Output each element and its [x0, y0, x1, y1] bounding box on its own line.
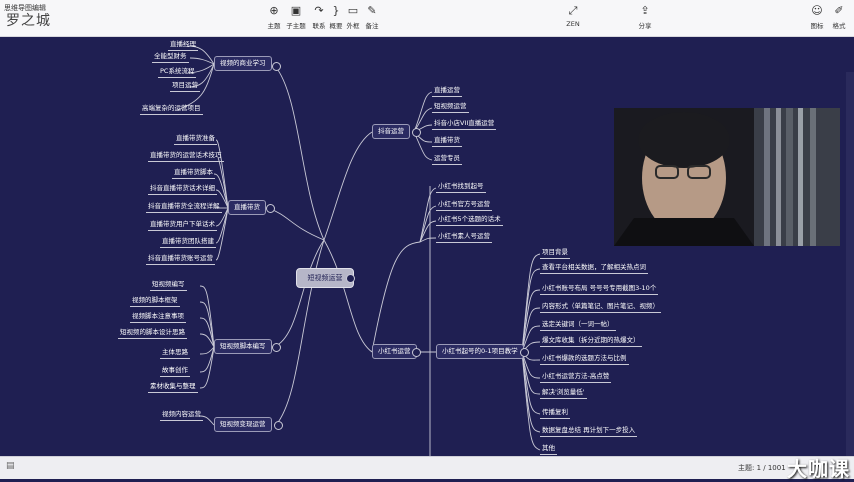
- leaf-live-7[interactable]: 直播带货团队搭建: [160, 237, 216, 248]
- leaf-script-7[interactable]: 素材收集与整理: [148, 382, 198, 393]
- collapse-knob[interactable]: [272, 343, 281, 352]
- format-icon: ✐: [834, 4, 844, 17]
- note-button[interactable]: ✎ 备注: [355, 4, 389, 34]
- leaf-douyin-1[interactable]: 直播运营: [432, 86, 462, 97]
- collapse-knob[interactable]: [346, 274, 355, 283]
- boundary-button[interactable]: ▭ 外框: [336, 4, 370, 34]
- leaf-video-learning-5[interactable]: 高端复杂的运营项目: [140, 104, 203, 115]
- icon-panel-button[interactable]: ☺ 图标: [800, 4, 834, 34]
- topic-icon: ⊕: [269, 4, 279, 17]
- leaf-xhs-top-2[interactable]: 小红书官方号运营: [436, 200, 492, 211]
- leaf-xhs-top-4[interactable]: 小红书素人号运营: [436, 232, 492, 243]
- webcam-overlay: [614, 108, 840, 246]
- share-label: 分享: [638, 22, 652, 30]
- subtopic-button[interactable]: ▣ 子主题: [279, 4, 313, 34]
- leaf-xhs-4[interactable]: 内容形式（单篇笔记、图片笔记、视频）: [540, 302, 661, 313]
- zen-icon: ⤢: [568, 4, 578, 17]
- leaf-live-8[interactable]: 抖音直播带货账号运营: [146, 254, 215, 265]
- note-icon: ✎: [367, 4, 377, 17]
- leaf-douyin-4[interactable]: 直播带货: [432, 136, 462, 147]
- leaf-script-4[interactable]: 短视频的脚本设计思路: [118, 328, 187, 339]
- leaf-douyin-3[interactable]: 抖音小店VII直播运营: [432, 119, 497, 130]
- leaf-script-5[interactable]: 主体思路: [160, 348, 190, 359]
- note-label: 备注: [365, 22, 379, 30]
- icon-panel-icon: ☺: [811, 4, 823, 17]
- relation-icon: ↷: [314, 4, 324, 17]
- leaf-video-learning-4[interactable]: 项目运营: [170, 81, 200, 92]
- topic-count: 主题: 1 / 1001: [738, 464, 786, 472]
- leaf-video-learning-2[interactable]: 全能型财务: [152, 52, 189, 63]
- zen-button[interactable]: ⤢ ZEN: [556, 4, 590, 34]
- leaf-live-2[interactable]: 直播带货的运营话术技巧: [148, 151, 224, 162]
- leaf-live-3[interactable]: 直播带货脚本: [172, 168, 215, 179]
- summary-label: 概要: [329, 22, 343, 30]
- vertical-scrollbar[interactable]: [846, 72, 854, 456]
- webcam-feed-image: [614, 108, 840, 246]
- leaf-video-learning-3[interactable]: PC系统流程: [158, 67, 197, 78]
- mindmap-canvas[interactable]: 短视频运营 视频的商业学习 直播经理 全能型财务 PC系统流程 项目运营 高端复…: [0, 36, 854, 456]
- leaf-live-5[interactable]: 抖音直播带货全流程详解: [146, 202, 222, 213]
- status-bar: ▤ 主题: 1 / 1001: [0, 456, 854, 479]
- collapse-knob[interactable]: [412, 128, 421, 137]
- boundary-icon: ▭: [347, 4, 359, 17]
- leaf-script-6[interactable]: 故事创作: [160, 366, 190, 377]
- watermark-logo: 大咖课: [787, 457, 850, 481]
- relation-label: 联系: [312, 22, 326, 30]
- collapse-knob[interactable]: [272, 62, 281, 71]
- leaf-live-6[interactable]: 直播带货用户下单话术: [148, 220, 217, 231]
- branch-bottom[interactable]: 短视频变现运营: [214, 417, 272, 432]
- collapse-knob[interactable]: [520, 348, 529, 357]
- leaf-script-2[interactable]: 视频的脚本框架: [130, 296, 180, 307]
- branch-xhs[interactable]: 小红书运营: [372, 344, 417, 359]
- toolbar: 思维导图编辑 罗之城 ⊕ 主题 ▣ 子主题 ↷ 联系 } 概要 ▭ 外框 ✎ 备…: [0, 0, 854, 37]
- leaf-live-4[interactable]: 抖音直播带货话术详细: [148, 184, 217, 195]
- leaf-xhs-5[interactable]: 选定关键词（一词一帖）: [540, 320, 616, 331]
- summary-icon: }: [332, 4, 340, 17]
- format-button[interactable]: ✐ 格式: [822, 4, 854, 34]
- branch-script[interactable]: 短视频脚本编写: [214, 339, 272, 354]
- format-label: 格式: [832, 22, 846, 30]
- app-logo: 罗之城: [6, 13, 51, 29]
- zen-label: ZEN: [566, 20, 580, 28]
- leaf-xhs-12[interactable]: 其他: [540, 444, 557, 455]
- leaf-script-1[interactable]: 短视频编写: [150, 280, 187, 291]
- share-button[interactable]: ⇪ 分享: [628, 4, 662, 34]
- icon-panel-label: 图标: [810, 22, 824, 30]
- branch-video-learning[interactable]: 视频的商业学习: [214, 56, 272, 71]
- subtopic-label: 子主题: [286, 22, 306, 30]
- topic-label: 主题: [267, 22, 281, 30]
- leaf-bottom-1[interactable]: 视频内容运营: [160, 410, 203, 421]
- collapse-knob[interactable]: [266, 204, 275, 213]
- subtopic-icon: ▣: [290, 4, 302, 17]
- leaf-video-learning-1[interactable]: 直播经理: [168, 40, 198, 51]
- leaf-xhs-top-3[interactable]: 小红书5个选题的话术: [436, 215, 503, 226]
- leaf-douyin-5[interactable]: 运营专员: [432, 154, 462, 165]
- leaf-xhs-7[interactable]: 小红书爆款的选题方法与比例: [540, 354, 629, 365]
- summary-button[interactable]: } 概要: [319, 4, 353, 34]
- branch-xhs-sub[interactable]: 小红书起号的0-1项目教学: [436, 344, 524, 359]
- topic-button[interactable]: ⊕ 主题: [257, 4, 291, 34]
- leaf-xhs-9[interactable]: 解决'浏览量低': [540, 388, 587, 399]
- leaf-xhs-1[interactable]: 项目背景: [540, 248, 570, 259]
- sidebar-toggle-icon[interactable]: ▤: [6, 461, 15, 471]
- leaf-xhs-3[interactable]: 小红书账号布局 号号号专用截图3-10个: [540, 284, 659, 295]
- leaf-xhs-8[interactable]: 小红书运营方法-高点赞: [540, 372, 612, 383]
- leaf-douyin-2[interactable]: 短视频运营: [432, 102, 469, 113]
- leaf-xhs-2[interactable]: 查看平台相关数据，了解相关热点词: [540, 263, 648, 274]
- collapse-knob[interactable]: [274, 421, 283, 430]
- collapse-knob[interactable]: [412, 348, 421, 357]
- leaf-live-1[interactable]: 直播带货准备: [174, 134, 217, 145]
- branch-live[interactable]: 直播带货: [228, 200, 266, 215]
- leaf-xhs-6[interactable]: 爆文库收集（拆分近期的热爆文）: [540, 336, 642, 347]
- leaf-xhs-11[interactable]: 数据复盘总结 再计划下一步投入: [540, 426, 638, 437]
- share-icon: ⇪: [640, 4, 650, 17]
- toolbar-left-label: 思维导图编辑: [4, 4, 46, 12]
- mindmap-connectors: [177, 45, 541, 456]
- boundary-label: 外框: [346, 22, 360, 30]
- leaf-xhs-top-1[interactable]: 小红书找到起号: [436, 182, 486, 193]
- branch-douyin[interactable]: 抖音运营: [372, 124, 410, 139]
- leaf-xhs-10[interactable]: 传播复利: [540, 408, 570, 419]
- leaf-script-3[interactable]: 视频脚本注意事项: [130, 312, 186, 323]
- relation-button[interactable]: ↷ 联系: [302, 4, 336, 34]
